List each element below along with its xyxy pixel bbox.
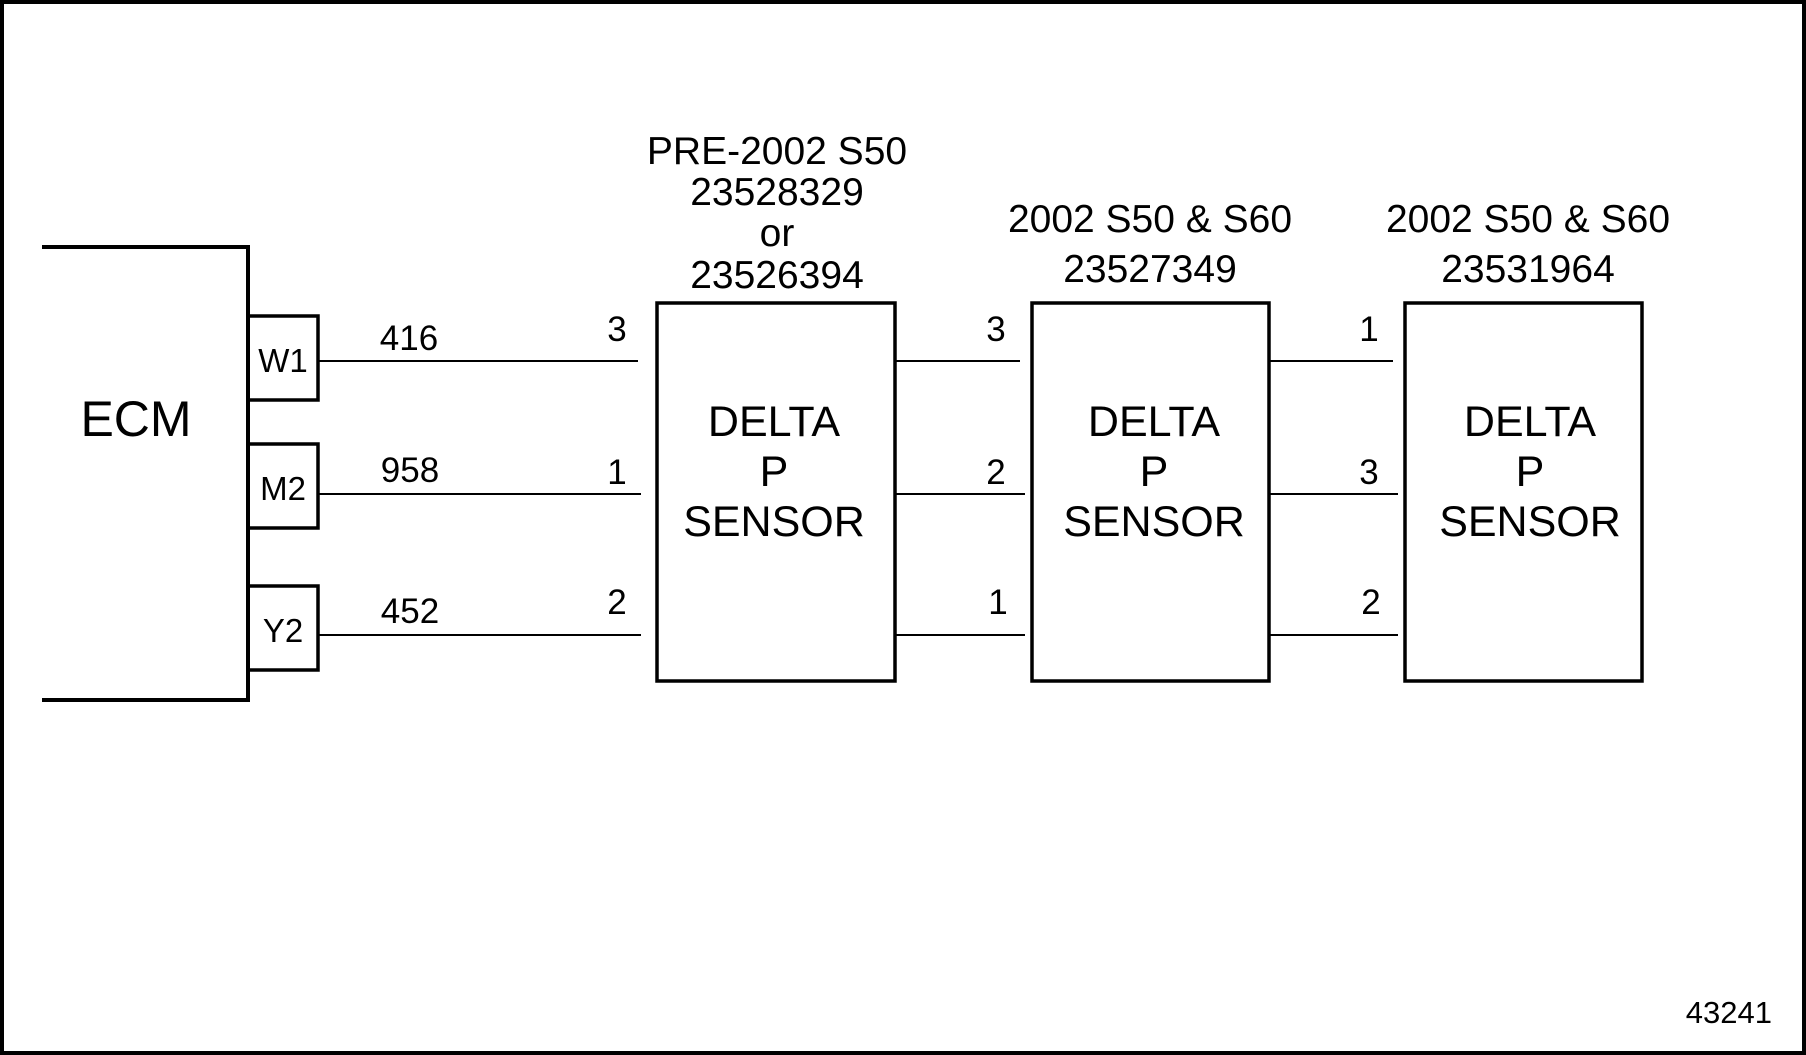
sensor2-pin-number: 3 <box>986 310 1005 349</box>
sensor-model-label: 2002 S50 & S60 <box>1386 198 1670 241</box>
ecm-pin-label: Y2 <box>263 612 303 649</box>
sensor-2002-s50-s60-b: 2002 S50 & S60 23531964 DELTA P SENSOR <box>1386 198 1670 683</box>
sensor-box <box>1030 301 1271 683</box>
sensor-part-number: 23531964 <box>1441 248 1615 291</box>
sensor-part-number-alt: 23526394 <box>690 254 864 297</box>
figure-number: 43241 <box>1686 995 1772 1030</box>
ecm-label: ECM <box>80 391 191 447</box>
sensor-box <box>655 301 897 683</box>
sensor-part-number: 23527349 <box>1063 248 1237 291</box>
sensor-name-line3: SENSOR <box>1063 498 1245 546</box>
sensor-name-line3: SENSOR <box>683 498 865 546</box>
ecm-pin-box <box>246 442 320 530</box>
sensor1-pin-number: 3 <box>607 310 626 349</box>
sensor-model-label: 2002 S50 & S60 <box>1008 198 1292 241</box>
sensor2-pin-number: 1 <box>988 583 1007 622</box>
sensor-box <box>1403 301 1644 683</box>
ecm-pin-y2: Y2 <box>246 584 320 672</box>
sensor-name-line2: P <box>1140 448 1169 496</box>
sensor3-pin-number: 1 <box>1359 310 1378 349</box>
wire-452: 452 2 <box>318 583 641 636</box>
ecm-pin-w1: W1 <box>246 314 320 402</box>
ecm-pin-label: M2 <box>260 470 306 507</box>
sensor-name-line2: P <box>760 448 789 496</box>
sensor2-pin-number: 2 <box>986 453 1005 492</box>
sensor3-pin-number: 2 <box>1361 583 1380 622</box>
sensor3-pin-number: 3 <box>1359 453 1378 492</box>
sensor-2002-s50-s60-a: 2002 S50 & S60 23527349 DELTA P SENSOR <box>1008 198 1292 683</box>
sensor-name-line1: DELTA <box>1088 398 1221 446</box>
wire-416: 416 3 <box>318 310 638 362</box>
sensor1-pin-number: 2 <box>607 583 626 622</box>
sensor-part-number: 23528329 <box>690 171 864 214</box>
sensor-name-line1: DELTA <box>1464 398 1597 446</box>
sensor-name-line2: P <box>1516 448 1545 496</box>
sensor1-pin-number: 1 <box>607 453 626 492</box>
sensor-model-label: PRE-2002 S50 <box>647 130 907 173</box>
sensor-name-line1: DELTA <box>708 398 841 446</box>
wire-number: 452 <box>381 592 439 631</box>
sensor-name-line3: SENSOR <box>1439 498 1621 546</box>
ecm-pin-label: W1 <box>258 342 308 379</box>
wire-number: 958 <box>381 451 439 490</box>
ecm-module: ECM <box>42 245 250 702</box>
wire-number: 416 <box>380 319 438 358</box>
ecm-outline <box>42 245 250 702</box>
wire-958: 958 1 <box>318 451 641 495</box>
ecm-pin-m2: M2 <box>246 442 320 530</box>
ecm-pin-box <box>246 314 320 402</box>
sensor-part-separator: or <box>760 212 795 255</box>
sensor-pre-2002-s50: PRE-2002 S50 23528329 or 23526394 DELTA … <box>647 130 907 683</box>
ecm-pin-box <box>246 584 320 672</box>
